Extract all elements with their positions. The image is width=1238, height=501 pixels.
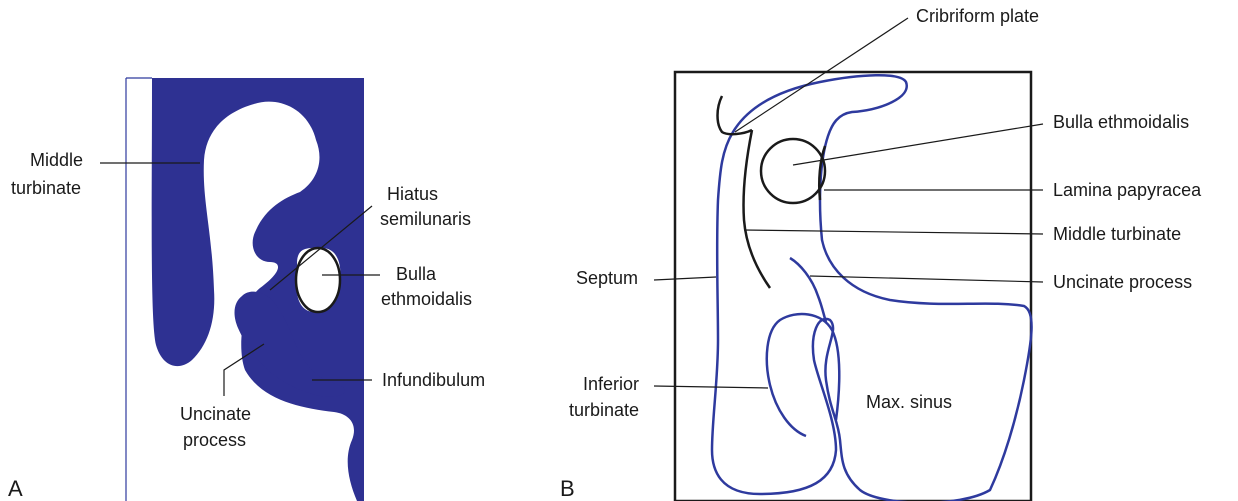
panel-b-label-uncinate: Uncinate process (1053, 272, 1192, 292)
panel-b-label-cribriform: Cribriform plate (916, 6, 1039, 26)
panel-b-leader-inferior-turbinate (654, 386, 768, 388)
panel-a-label-bulla-2: ethmoidalis (381, 289, 472, 309)
panel-a-label-middle-turbinate-1: Middle (30, 150, 83, 170)
panel-b-label-inferior-2: turbinate (569, 400, 639, 420)
panel-b-leader-middle-turbinate (744, 230, 1043, 234)
panel-a: Middle turbinate Hiatus semilunaris Bull… (8, 78, 485, 501)
panel-a-letter: A (8, 476, 23, 501)
panel-b-inferior-turbinate-outline (767, 314, 839, 436)
panel-a-label-hiatus-2: semilunaris (380, 209, 471, 229)
panel-b: Cribriform plate Bulla ethmoidalis Lamin… (560, 6, 1202, 501)
panel-b-label-septum: Septum (576, 268, 638, 288)
panel-b-label-bulla: Bulla ethmoidalis (1053, 112, 1189, 132)
panel-b-label-lamina: Lamina papyracea (1053, 180, 1202, 200)
panel-a-label-hiatus-1: Hiatus (387, 184, 438, 204)
panel-b-uncinate-outline (790, 258, 826, 322)
panel-b-label-max-sinus: Max. sinus (866, 392, 952, 412)
panel-a-label-infundibulum: Infundibulum (382, 370, 485, 390)
panel-a-label-bulla-1: Bulla (396, 264, 437, 284)
panel-b-letter: B (560, 476, 575, 501)
panel-a-bulla-outline (296, 248, 340, 312)
panel-a-label-middle-turbinate-2: turbinate (11, 178, 81, 198)
panel-b-leader-septum (654, 277, 716, 280)
panel-b-label-middle-turbinate: Middle turbinate (1053, 224, 1181, 244)
panel-a-label-uncinate-2: process (183, 430, 246, 450)
panel-b-label-inferior-1: Inferior (583, 374, 639, 394)
panel-b-septum-outline (712, 75, 1032, 501)
panel-a-label-uncinate-1: Uncinate (180, 404, 251, 424)
panel-b-bulla-outline (761, 139, 825, 203)
